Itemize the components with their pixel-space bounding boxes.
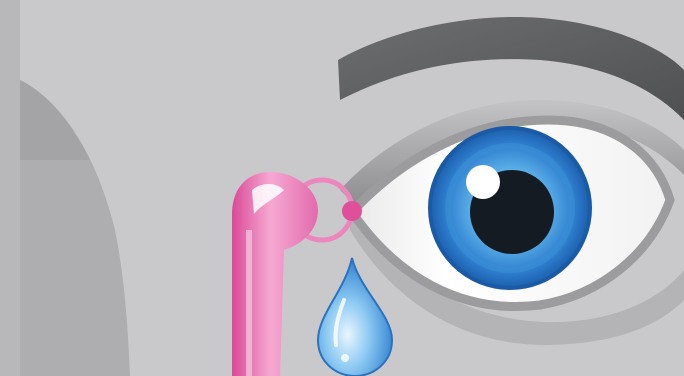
highlight-icon	[466, 165, 500, 199]
